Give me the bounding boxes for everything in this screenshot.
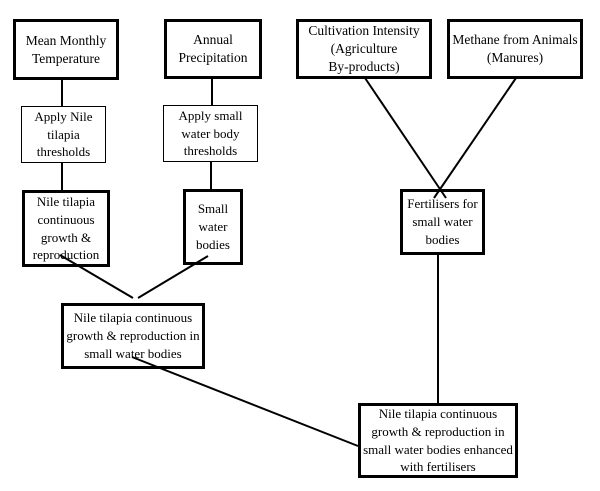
node-label: Methane from Animals (Manures) xyxy=(452,32,578,65)
edge-nile-tilapia-growth-in-small-water-bodies-to-nile-tilapia-growth-swb-enhanced-fertilisers xyxy=(131,356,359,447)
nile-tilapia-growth-in-small-water-bodies: Nile tilapia continuous growth & reprodu… xyxy=(61,303,205,369)
fertilisers-for-small-water-bodies: Fertilisers for small water bodies xyxy=(400,189,485,255)
cultivation-intensity: Cultivation Intensity (Agriculture By-pr… xyxy=(296,19,432,79)
nile-tilapia-growth-swb-enhanced-fertilisers: Nile tilapia continuous growth & reprodu… xyxy=(358,403,518,478)
node-label: Mean Monthly Temperature xyxy=(25,32,107,66)
node-label: Nile tilapia continuous growth & reprodu… xyxy=(32,193,100,263)
nile-tilapia-growth-reproduction: Nile tilapia continuous growth & reprodu… xyxy=(22,190,110,267)
node-label: Fertilisers for small water bodies xyxy=(407,196,478,247)
small-water-bodies: Small water bodies xyxy=(183,189,243,265)
edge-methane-from-animals-to-fertilisers-for-small-water-bodies xyxy=(433,77,517,199)
node-label: Apply Nile tilapia thresholds xyxy=(34,108,93,160)
methane-from-animals: Methane from Animals (Manures) xyxy=(447,19,583,79)
apply-small-water-body-thresholds: Apply small water body thresholds xyxy=(163,105,258,162)
edge-cultivation-intensity-to-fertilisers-for-small-water-bodies xyxy=(364,77,447,199)
node-label: Nile tilapia continuous growth & reprodu… xyxy=(66,310,200,361)
node-label: Cultivation Intensity (Agriculture By-pr… xyxy=(308,23,420,74)
node-label: Annual Precipitation xyxy=(178,32,248,65)
annual-precipitation: Annual Precipitation xyxy=(164,19,262,79)
apply-nile-tilapia-thresholds: Apply Nile tilapia thresholds xyxy=(21,106,106,163)
node-label: Small water bodies xyxy=(196,201,230,252)
mean-monthly-temperature: Mean Monthly Temperature xyxy=(13,19,119,80)
node-label: Nile tilapia continuous growth & reprodu… xyxy=(363,405,513,475)
node-label: Apply small water body thresholds xyxy=(178,107,243,159)
